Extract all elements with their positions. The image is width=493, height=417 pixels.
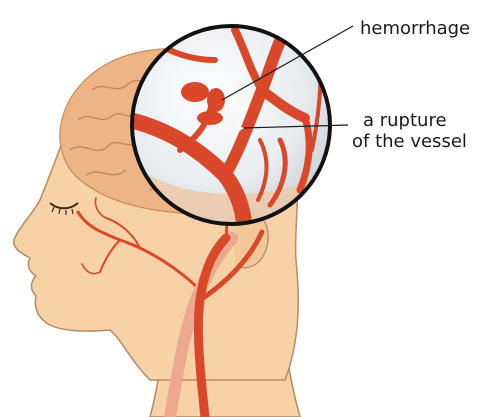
label-rupture-line1: a rupture (363, 110, 447, 131)
label-rupture-line2: of the vessel (352, 131, 467, 152)
label-hemorrhage: hemorrhage (360, 18, 470, 39)
